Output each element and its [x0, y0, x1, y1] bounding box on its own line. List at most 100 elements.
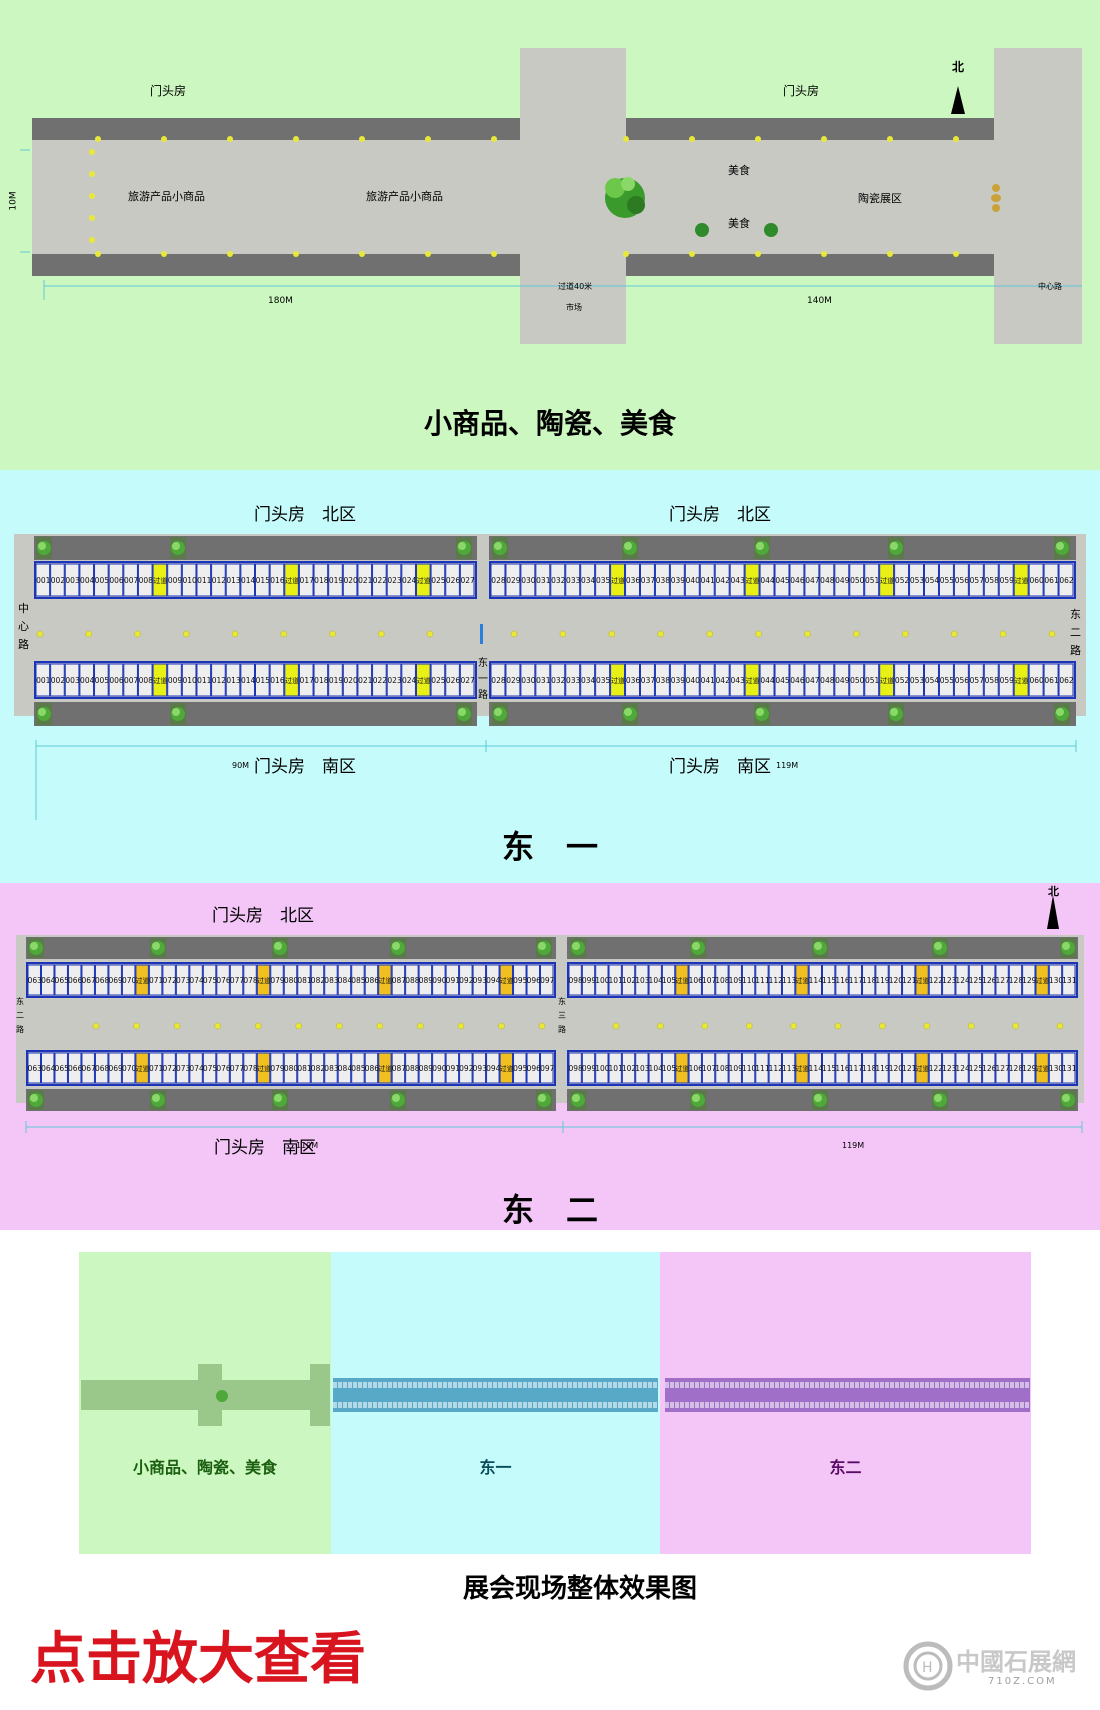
door-house-strip-north — [34, 536, 477, 560]
mini-booth — [690, 1402, 694, 1408]
lamp-dot — [790, 1022, 797, 1030]
booth-number: 003 — [65, 676, 80, 685]
booth-number: 124 — [955, 976, 970, 985]
mini-booth — [670, 1382, 674, 1388]
booth-cell — [998, 663, 1014, 697]
lamp-dot — [89, 215, 95, 221]
booth-cell — [486, 964, 500, 996]
booth-number: 099 — [582, 976, 597, 985]
booth-number: 114 — [809, 1064, 824, 1073]
overview-panel2-label: 东一 — [479, 1458, 512, 1477]
booth-number: 001 — [36, 576, 51, 585]
mini-booth — [353, 1382, 357, 1388]
mini-booth — [755, 1382, 759, 1388]
booth-cell — [849, 663, 865, 697]
booth-number: 118 — [862, 976, 877, 985]
booth-cell — [283, 964, 298, 996]
booth-cell — [714, 663, 730, 697]
booth-number: 080 — [284, 976, 299, 985]
booth-cell — [699, 563, 715, 597]
booth-cell — [819, 663, 835, 697]
mini-booth — [518, 1382, 522, 1388]
mini-booth — [795, 1382, 799, 1388]
booth-cell — [894, 563, 910, 597]
booth-number: 060 — [1029, 576, 1044, 585]
booth-number: 107 — [702, 1064, 717, 1073]
booth-number: 035 — [596, 576, 611, 585]
booth-cell — [162, 1052, 176, 1084]
booth-cell — [243, 1052, 257, 1084]
booth-cell — [432, 1052, 446, 1084]
mini-booth — [603, 1402, 607, 1408]
booth-cell — [505, 563, 521, 597]
booth-cell — [137, 563, 153, 597]
passage-label: 过道 — [1036, 976, 1050, 985]
booth-cell — [848, 964, 863, 996]
booth-row-south — [567, 1050, 1078, 1086]
booth-number: 025 — [431, 676, 446, 685]
mini-booth — [970, 1402, 974, 1408]
booth-number: 008 — [139, 676, 154, 685]
booth-number: 019 — [329, 676, 344, 685]
mini-booth — [685, 1402, 689, 1408]
road-label-center: 中心路 — [18, 602, 29, 651]
mini-booth — [608, 1402, 612, 1408]
booth-number: 005 — [95, 576, 110, 585]
booth-cell — [175, 964, 190, 996]
booth-number: 037 — [641, 676, 656, 685]
mini-booth — [348, 1382, 352, 1388]
mini-booth — [765, 1402, 769, 1408]
booth-cell — [983, 563, 999, 597]
booth-cell — [298, 563, 314, 597]
booth-cell — [40, 1052, 55, 1084]
mini-booth — [403, 1382, 407, 1388]
booth-cell — [550, 563, 566, 597]
booth-number: 086 — [365, 1064, 380, 1073]
passage-cell — [1035, 1052, 1049, 1084]
booth-cell — [568, 1052, 582, 1084]
booth-cell — [240, 663, 256, 697]
booth-cell — [835, 964, 849, 996]
booth-number: 028 — [491, 676, 506, 685]
booth-number: 026 — [446, 576, 461, 585]
mini-booth — [573, 1382, 577, 1388]
booth-cell — [968, 1052, 983, 1084]
mini-booth — [885, 1382, 889, 1388]
booth-cell — [526, 1052, 541, 1084]
booth-cell — [255, 663, 270, 697]
passage-label: 过道 — [746, 576, 760, 585]
mini-booth — [990, 1382, 994, 1388]
mini-booth — [533, 1402, 537, 1408]
booth-number: 086 — [365, 976, 380, 985]
tree-icon — [812, 1090, 828, 1110]
booth-number: 064 — [41, 1064, 56, 1073]
booth-cell — [661, 1052, 676, 1084]
site-logo: H 中國石展網 710Z.COM — [900, 1638, 1090, 1700]
booth-number: 070 — [122, 1064, 137, 1073]
click-to-enlarge-text[interactable]: 点击放大查看 — [30, 1627, 366, 1692]
mini-booth — [453, 1382, 457, 1388]
booth-cell — [459, 563, 475, 597]
mini-booth — [423, 1402, 427, 1408]
mini-booth — [543, 1382, 547, 1388]
booth-cell — [625, 663, 640, 697]
booth-cell — [445, 663, 460, 697]
mini-booth — [725, 1382, 729, 1388]
door-house-label-right: 门头房 — [783, 84, 820, 98]
mini-booth — [890, 1402, 894, 1408]
dimension-right-label: 119M — [842, 1141, 865, 1150]
tree-icon — [932, 1090, 948, 1110]
booth-number: 020 — [343, 676, 358, 685]
booth-cell — [804, 663, 820, 697]
booth-number: 005 — [95, 676, 110, 685]
mini-booth — [1010, 1382, 1014, 1388]
booth-row-north — [489, 561, 1076, 599]
booth-cell — [79, 563, 95, 597]
booth-number: 088 — [405, 976, 420, 985]
booth-number: 030 — [521, 676, 536, 685]
booth-cell — [864, 563, 880, 597]
mini-booth — [880, 1382, 884, 1388]
passage-label: 过道 — [378, 1064, 392, 1073]
mini-booth — [438, 1382, 442, 1388]
